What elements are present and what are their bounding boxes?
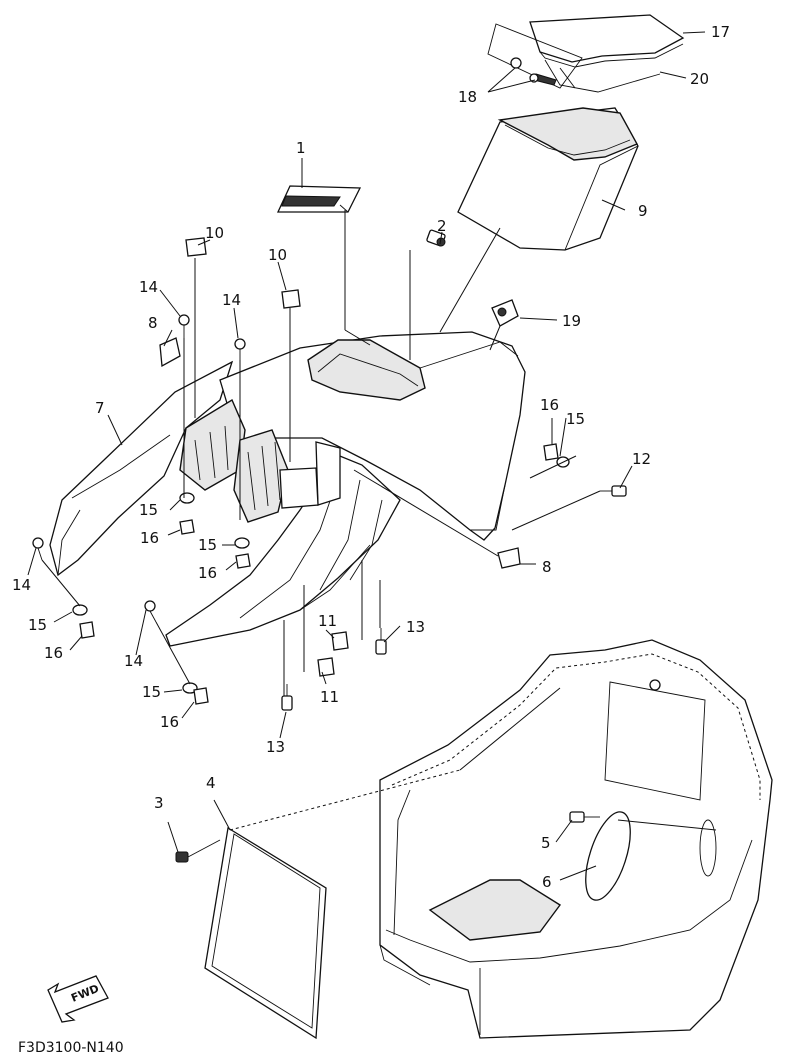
fasteners <box>32 314 627 711</box>
callout-17: 17 <box>711 23 730 41</box>
callout-14-a: 14 <box>139 278 158 296</box>
callout-20: 20 <box>690 70 709 88</box>
screw-part-5 <box>569 811 600 823</box>
callout-16-a: 16 <box>140 529 159 547</box>
callout-15-b: 15 <box>198 536 217 554</box>
fwd-arrow-icon: FWD <box>47 975 109 1023</box>
callout-4: 4 <box>206 774 216 792</box>
cover-part-17 <box>529 14 685 68</box>
screw-part-3 <box>175 839 221 863</box>
clip-part-18 <box>487 23 583 89</box>
callout-15-e: 15 <box>566 410 585 428</box>
callout-16-e: 16 <box>540 396 559 414</box>
callout-7: 7 <box>95 399 105 417</box>
callout-2: 2 <box>437 217 447 235</box>
callout-labels: 1 2 3 4 5 6 7 8 8 9 10 10 11 11 12 13 13… <box>12 23 730 891</box>
callout-13-left: 13 <box>266 738 285 756</box>
plate-part-4 <box>204 687 561 1040</box>
callout-13-right: 13 <box>406 618 425 636</box>
diagram-code: F3D3100-N140 <box>18 1040 124 1056</box>
callout-15-a: 15 <box>139 501 158 519</box>
assembly-lines-upper <box>41 210 601 696</box>
callout-11-upper: 11 <box>318 612 337 630</box>
decal-part-8-left <box>159 337 181 368</box>
callout-1: 1 <box>296 139 306 157</box>
callout-14-c: 14 <box>12 576 31 594</box>
callout-8-right: 8 <box>542 558 552 576</box>
callout-leaders <box>27 31 706 881</box>
box-liner-part-9 <box>457 107 639 251</box>
rear-fender-part-7 <box>49 331 526 647</box>
badge-part-1 <box>276 185 362 213</box>
callout-11-lower: 11 <box>320 688 339 706</box>
sheet-part-20 <box>544 59 661 93</box>
callout-10-left: 10 <box>205 224 224 242</box>
callout-16-c: 16 <box>44 644 63 662</box>
callout-15-c: 15 <box>28 616 47 634</box>
callout-19: 19 <box>562 312 581 330</box>
callout-14-d: 14 <box>124 652 143 670</box>
callout-16-b: 16 <box>198 564 217 582</box>
callout-10-right: 10 <box>268 246 287 264</box>
callout-12: 12 <box>632 450 651 468</box>
clip-part-10-right <box>281 289 301 309</box>
callout-15-d: 15 <box>142 683 161 701</box>
decal-part-8-right <box>497 547 521 569</box>
bolt-part-2 <box>426 229 446 247</box>
disc-part-6 <box>585 811 717 901</box>
clip-part-19 <box>491 299 519 327</box>
callout-9: 9 <box>638 202 648 220</box>
callout-14-b: 14 <box>222 291 241 309</box>
storage-tub <box>379 639 773 1039</box>
clip-part-10-left <box>185 237 207 257</box>
callout-5: 5 <box>541 834 551 852</box>
callout-18: 18 <box>458 88 477 106</box>
callout-3: 3 <box>154 794 164 812</box>
callout-6: 6 <box>542 873 552 891</box>
callout-16-d: 16 <box>160 713 179 731</box>
callout-8-left: 8 <box>148 314 158 332</box>
